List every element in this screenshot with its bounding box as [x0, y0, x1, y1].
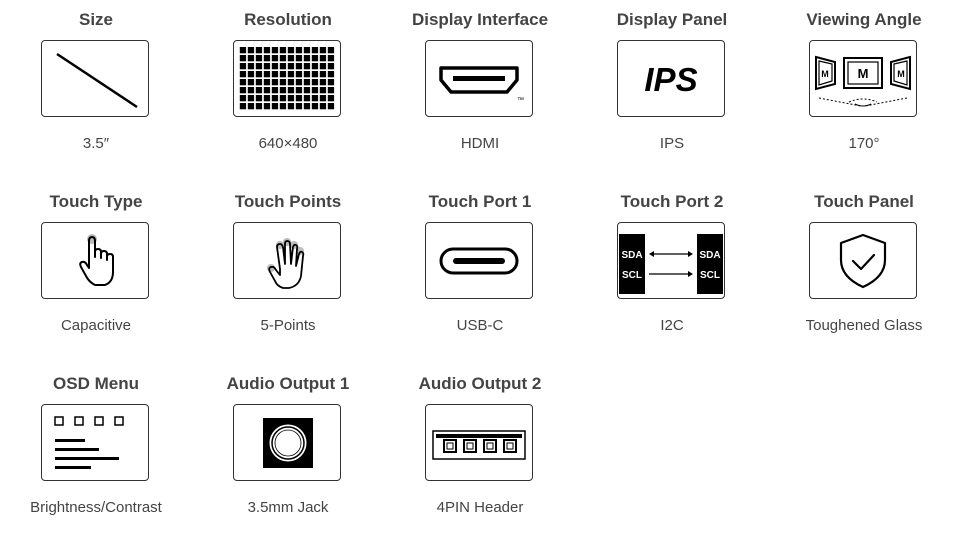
sda-left-label: SDA — [621, 250, 642, 261]
viewing-angle-icon: M M M — [815, 55, 911, 106]
spec-icon-box — [233, 222, 341, 299]
sda-right-label: SDA — [699, 250, 720, 261]
spec-icon-box — [41, 222, 149, 299]
spec-title: Size — [78, 10, 114, 29]
spec-title: Touch Points — [234, 192, 342, 211]
pin-header-icon — [432, 429, 526, 460]
ips-icon-label: IPS — [644, 61, 697, 98]
shield-check-icon — [839, 233, 887, 288]
spec-icon-box — [41, 40, 149, 117]
spec-icon-box: ™ — [425, 40, 533, 117]
spec-value: HDMI — [460, 135, 500, 152]
spec-icon-box — [425, 404, 533, 481]
spec-title: Touch Port 2 — [620, 192, 724, 211]
spec-title: Touch Panel — [814, 192, 914, 211]
hdmi-port-icon: ™ — [439, 65, 524, 104]
spec-value: Toughened Glass — [805, 317, 923, 334]
ips-text-icon: IPS — [644, 61, 697, 98]
finger-touch-icon — [79, 233, 114, 286]
spec-title: OSD Menu — [53, 374, 139, 393]
spec-icon-box — [425, 222, 533, 299]
audio-jack-icon — [263, 417, 313, 468]
spec-value: 5-Points — [260, 317, 316, 334]
screen-left-label: M — [821, 69, 829, 79]
spec-value: IPS — [659, 135, 685, 152]
diagonal-line-icon — [56, 52, 138, 108]
spec-value: Brightness/Contrast — [30, 499, 162, 516]
scl-right-label: SCL — [700, 270, 720, 281]
spec-value: 3.5″ — [82, 135, 110, 152]
spec-value: 640×480 — [258, 135, 318, 152]
scl-left-label: SCL — [622, 270, 642, 281]
spec-icon-box — [233, 404, 341, 481]
spec-icon-box: M M M — [809, 40, 917, 117]
screen-right-label: M — [897, 69, 905, 79]
usb-c-port-icon — [439, 247, 519, 274]
spec-icon-box — [41, 404, 149, 481]
pixel-grid-icon — [239, 46, 335, 109]
screen-center-label: M — [858, 66, 869, 81]
hand-touch-icon — [267, 237, 305, 289]
spec-value: 170° — [848, 135, 880, 152]
spec-value: 3.5mm Jack — [247, 499, 329, 516]
spec-title: Display Panel — [616, 10, 728, 29]
spec-icon-box — [809, 222, 917, 299]
trademark-mark: ™ — [517, 97, 524, 104]
spec-icon-box: SDA SCL SDA SCL — [617, 222, 725, 299]
spec-value: USB-C — [456, 317, 504, 334]
osd-menu-icon — [54, 415, 124, 469]
spec-title: Display Interface — [411, 10, 549, 29]
spec-title: Resolution — [244, 10, 332, 29]
spec-title: Audio Output 1 — [226, 374, 350, 393]
spec-icon-box — [233, 40, 341, 117]
spec-title: Viewing Angle — [806, 10, 922, 29]
i2c-bus-icon: SDA SCL SDA SCL — [619, 233, 723, 294]
spec-value: I2C — [660, 317, 684, 334]
spec-title: Touch Port 1 — [428, 192, 532, 211]
spec-title: Audio Output 2 — [418, 374, 542, 393]
spec-title: Touch Type — [49, 192, 143, 211]
spec-value: 4PIN Header — [436, 499, 524, 516]
spec-value: Capacitive — [60, 317, 132, 334]
spec-icon-box: IPS — [617, 40, 725, 117]
